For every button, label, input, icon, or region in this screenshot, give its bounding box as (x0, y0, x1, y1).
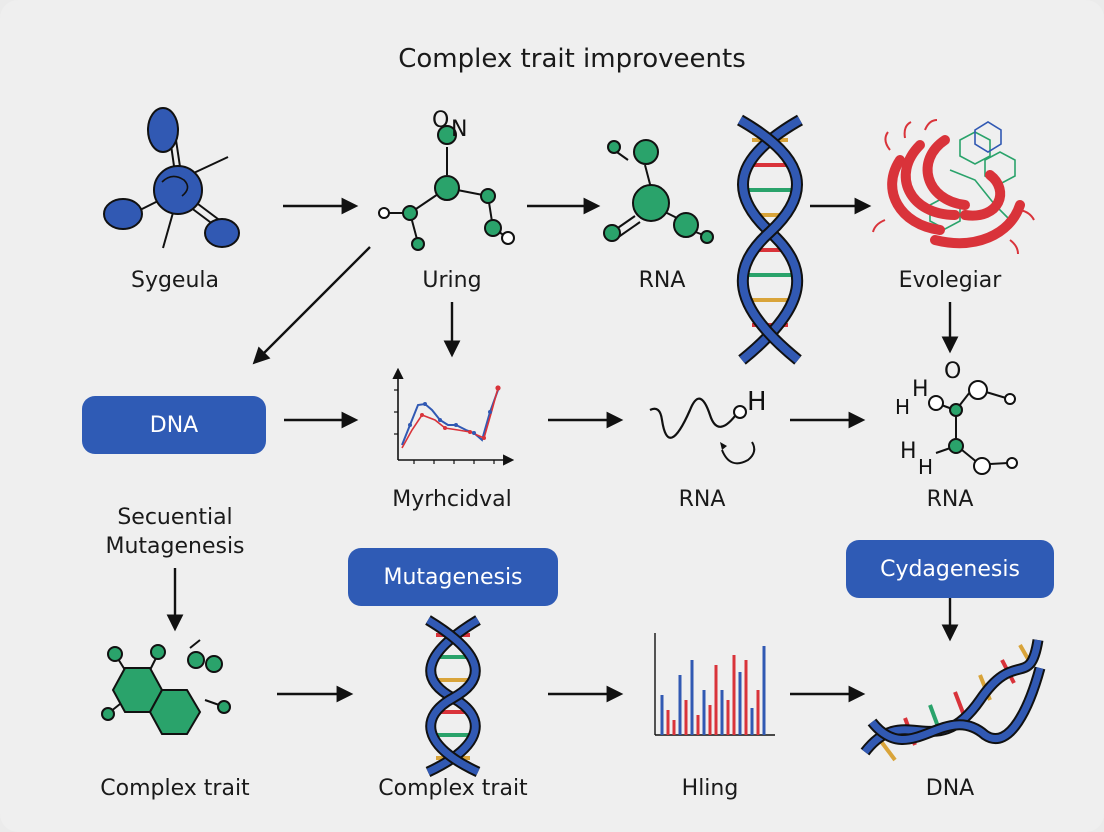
dna-helix-diagonal (860, 639, 1046, 762)
label-secuential-mutagenesis: Secuential Mutagenesis (105, 503, 244, 561)
uring-molecule (378, 125, 515, 251)
label-secuential-line1: Secuential (117, 505, 233, 530)
label-rna-mid: RNA (678, 487, 726, 512)
label-myrhcidval: Myrhcidval (392, 487, 512, 512)
mutagenesis-box-label: Mutagenesis (383, 564, 523, 590)
label-complex-trait-left: Complex trait (100, 776, 250, 801)
label-complex-trait-mid: Complex trait (378, 776, 528, 801)
glyph-h-mid: H (747, 387, 767, 417)
label-rna-right: RNA (926, 487, 974, 512)
label-secuential-line2: Mutagenesis (105, 534, 245, 559)
glyph-o-upper: O (432, 108, 449, 133)
rna-right-molecule (928, 380, 1018, 475)
label-rna-top: RNA (638, 268, 686, 293)
glyph-o-right: O (944, 359, 961, 384)
cydagenesis-box: Cydagenesis (846, 540, 1054, 598)
glyph-h-1: H (912, 377, 929, 402)
diagram-title: Complex trait improveents (398, 44, 746, 74)
dna-box: DNA (82, 396, 266, 454)
label-sygeula: Sygeula (130, 268, 220, 293)
label-uring: Uring (422, 268, 482, 293)
glyph-n-upper: N (451, 117, 467, 142)
arrow-uring-dna (252, 246, 371, 365)
complex-trait-molecule (101, 639, 231, 735)
evolegiar-protein (872, 119, 1035, 255)
dna-box-label: DNA (149, 412, 199, 438)
rna-top-molecule (603, 139, 714, 244)
label-evolegiar: Evolegiar (898, 268, 1002, 293)
label-dna-bottom: DNA (925, 776, 975, 801)
dna-helix-bottom (425, 615, 481, 777)
mutagenesis-box: Mutagenesis (348, 548, 558, 606)
myrhcidval-chart (392, 367, 515, 466)
glyph-h-2: H (895, 395, 910, 419)
dna-helix-top (736, 114, 804, 365)
rna-mid-strand (649, 397, 756, 465)
label-hling: Hling (681, 776, 739, 801)
cydagenesis-box-label: Cydagenesis (880, 556, 1020, 582)
hling-bar-chart (654, 633, 775, 736)
glyph-h-4: H (918, 455, 933, 479)
sygeula-molecule (103, 107, 240, 249)
glyph-h-3: H (900, 439, 917, 464)
